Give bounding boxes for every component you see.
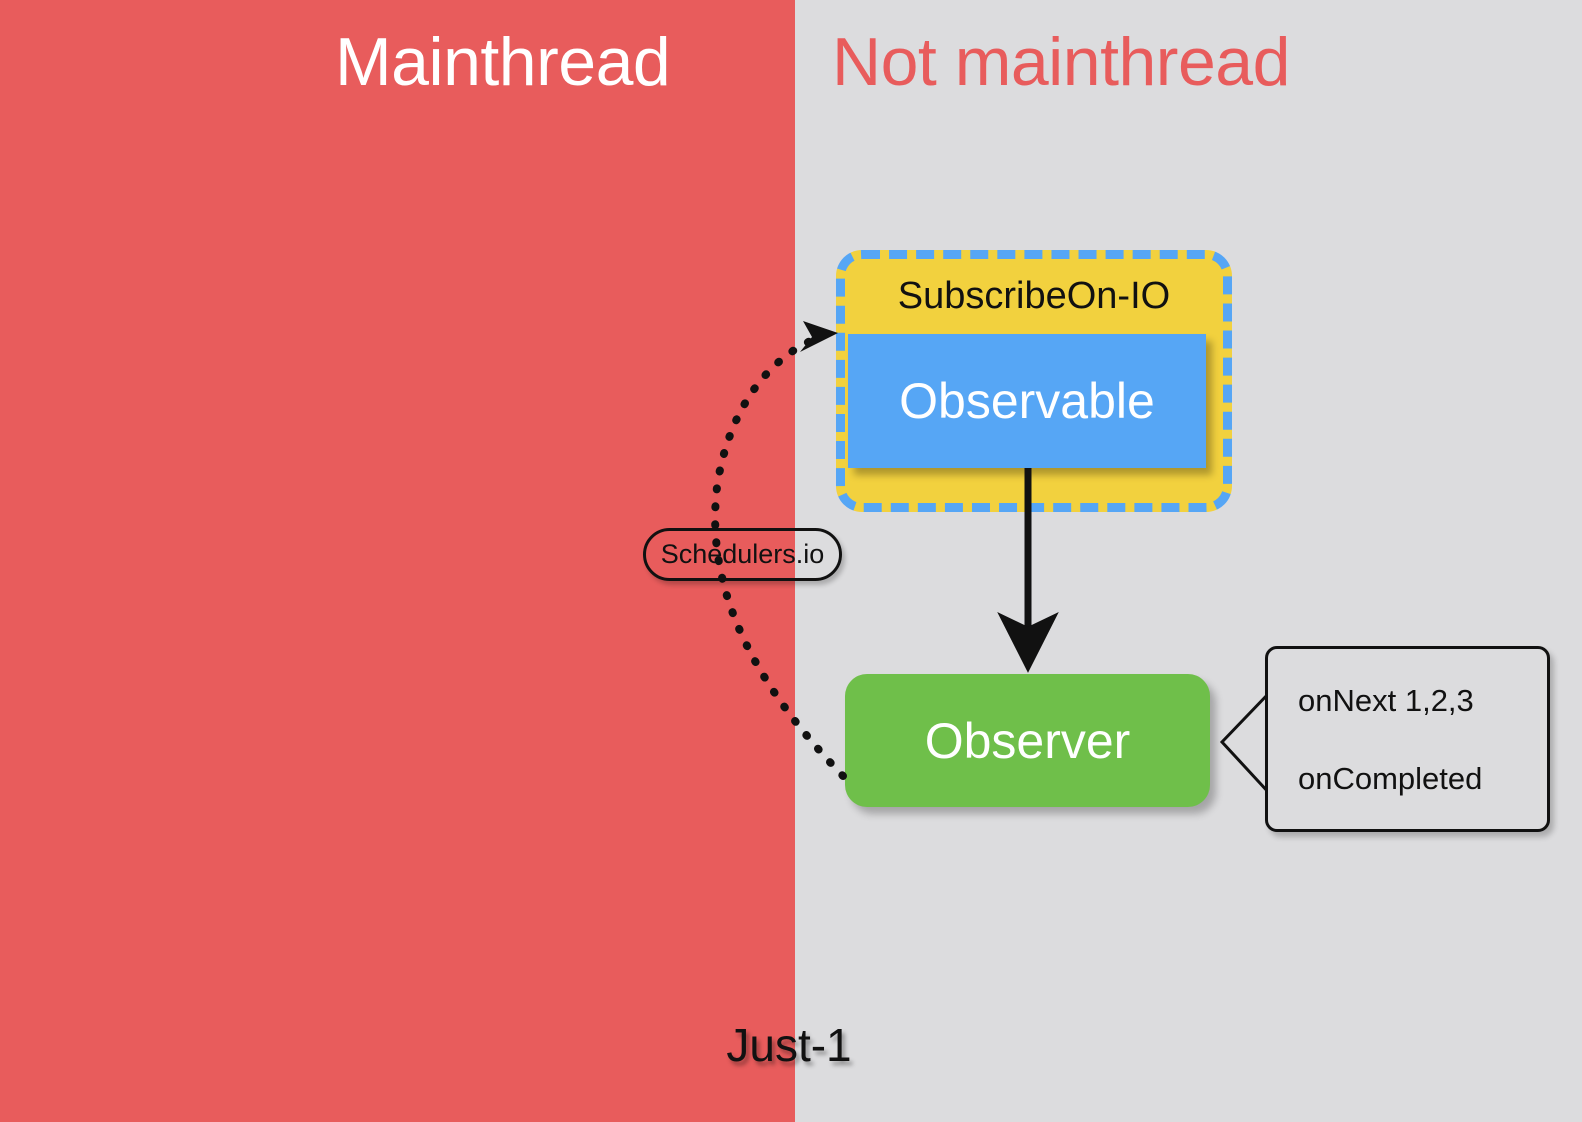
diagram-caption-text: Just-1 xyxy=(726,1019,852,1071)
observer-label: Observer xyxy=(924,712,1131,769)
schedulers-io-label: Schedulers.io xyxy=(660,539,825,569)
observable-box: Observable xyxy=(848,334,1206,468)
diagram-caption: Just-1 xyxy=(0,1022,1582,1068)
not-mainthread-heading: Not mainthread xyxy=(832,24,1290,100)
callout-box: onNext 1,2,3 onCompleted xyxy=(1265,646,1550,832)
callout-oncompleted-line: onCompleted xyxy=(1298,761,1483,796)
callout-onnext-line: onNext 1,2,3 xyxy=(1298,683,1474,718)
observer-box: Observer xyxy=(845,674,1210,807)
mainthread-heading: Mainthread xyxy=(335,24,671,100)
schedulers-io-pill: Schedulers.io xyxy=(643,528,842,581)
subscribe-on-io-label: SubscribeOn-IO xyxy=(897,275,1171,317)
observable-label: Observable xyxy=(899,373,1155,429)
not-mainthread-region xyxy=(795,0,1582,1122)
